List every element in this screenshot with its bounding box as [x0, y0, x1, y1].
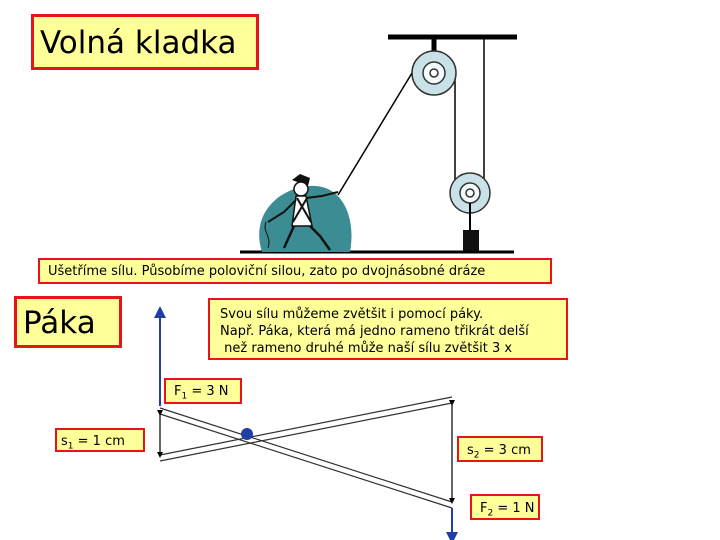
fixed-pulley [411, 50, 457, 96]
f1-symbol: F [174, 384, 182, 399]
free-pulley [449, 172, 491, 214]
rope-pull [337, 72, 413, 196]
s2-symbol: s [467, 443, 474, 458]
slide-title: Volná kladka [31, 14, 259, 70]
f2-symbol: F [480, 501, 488, 516]
pivot-point [241, 428, 253, 440]
lever-description-line: Svou sílu můžeme zvětšit i pomocí páky. [220, 307, 484, 322]
f2-value: = 1 N [493, 501, 535, 516]
lever-title: Páka [14, 296, 122, 348]
s1-label: s1 = 1 cm [55, 428, 145, 452]
s1-value: = 1 cm [73, 434, 125, 449]
f2-label: F2 = 1 N [470, 494, 540, 520]
f1-subscript: 1 [181, 391, 188, 402]
f1-value: = 3 N [187, 384, 229, 399]
s1-subscript: 1 [67, 441, 74, 452]
s2-value: = 3 cm [479, 443, 531, 458]
f2-subscript: 2 [487, 508, 494, 519]
f1-label: F1 = 3 N [164, 378, 242, 404]
pulley-caption: Ušetříme sílu. Působíme poloviční silou,… [38, 258, 552, 284]
s1-symbol: s [61, 434, 68, 449]
lever-description-line: než rameno druhé může naší sílu zvětšit … [220, 341, 513, 356]
s2-label: s2 = 3 cm [457, 436, 543, 462]
weight [463, 230, 479, 252]
lever-description: Svou sílu můžeme zvětšit i pomocí páky. … [208, 298, 568, 360]
man-pulling-rope [259, 174, 352, 252]
s2-subscript: 2 [473, 450, 480, 461]
lever-description-line: Např. Páka, která má jedno rameno třikrá… [220, 324, 529, 339]
lever [159, 396, 453, 509]
